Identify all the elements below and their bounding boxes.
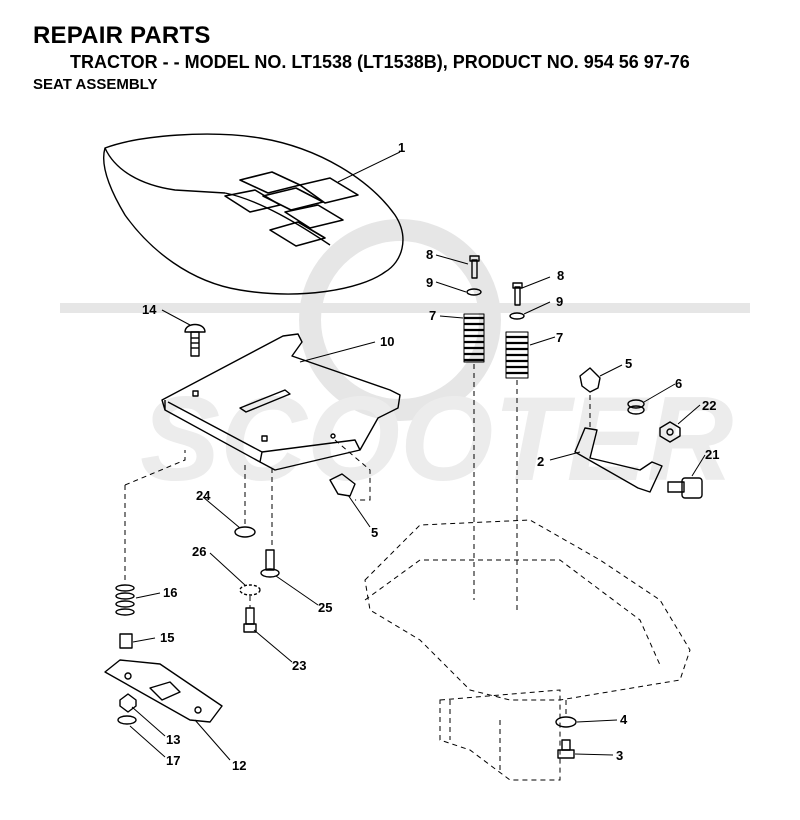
callout-9-left: 9 <box>426 275 433 290</box>
callout-16: 16 <box>163 585 177 600</box>
callout-3: 3 <box>616 748 623 763</box>
model-subtitle: TRACTOR - - MODEL NO. LT1538 (LT1538B), … <box>70 52 690 72</box>
callout-10: 10 <box>380 334 394 349</box>
washer-4-part <box>555 716 577 728</box>
clip-part-right <box>579 367 601 393</box>
callout-7-left: 7 <box>429 308 436 323</box>
callout-26: 26 <box>192 544 206 559</box>
nut-13-part <box>119 693 137 713</box>
callout-25: 25 <box>318 600 332 615</box>
washer-24-part <box>234 526 256 538</box>
watermark-text: SCOOTER <box>140 372 733 506</box>
callout-5-lower: 5 <box>371 525 378 540</box>
callout-24: 24 <box>196 488 211 503</box>
callout-17: 17 <box>166 753 180 768</box>
callout-22: 22 <box>702 398 716 413</box>
bolt-25-part <box>260 549 280 578</box>
nut-22-part <box>659 421 681 443</box>
carriage-bolt-part <box>184 323 206 357</box>
callout-12: 12 <box>232 758 246 773</box>
callout-9-right: 9 <box>556 294 563 309</box>
callout-23: 23 <box>292 658 306 673</box>
clip-part-pan <box>329 473 356 497</box>
seat-pan-part <box>161 333 401 471</box>
leader-lines <box>129 151 706 761</box>
spring-16-part <box>115 584 135 616</box>
callout-7-right: 7 <box>556 330 563 345</box>
callout-1: 1 <box>398 140 405 155</box>
watermark: SCOOTER <box>60 219 750 506</box>
callout-13: 13 <box>166 732 180 747</box>
shoulder-bolt-part <box>667 477 703 499</box>
spacer-part <box>119 633 133 649</box>
bracket-part <box>574 427 663 493</box>
callout-21: 21 <box>705 447 719 462</box>
seat-part <box>103 133 404 295</box>
callout-8-left: 8 <box>426 247 433 262</box>
callout-15: 15 <box>160 630 174 645</box>
washer-17-part <box>117 715 137 725</box>
slide-part <box>104 659 223 723</box>
spring-assembly-right <box>505 282 529 379</box>
washer-26-part <box>239 584 261 596</box>
bolt-23-part <box>243 607 257 633</box>
section-title: SEAT ASSEMBLY <box>33 76 158 93</box>
nut-6-part <box>627 399 645 415</box>
bolt-3-part <box>557 739 575 759</box>
spring-assembly-left <box>463 255 485 363</box>
callout-4: 4 <box>620 712 628 727</box>
frame-outline <box>124 364 691 781</box>
callout-6: 6 <box>675 376 682 391</box>
callout-14: 14 <box>142 302 157 317</box>
callout-5-upper: 5 <box>625 356 632 371</box>
page-title: REPAIR PARTS <box>33 22 211 49</box>
callout-8-right: 8 <box>557 268 564 283</box>
callout-2: 2 <box>537 454 544 469</box>
